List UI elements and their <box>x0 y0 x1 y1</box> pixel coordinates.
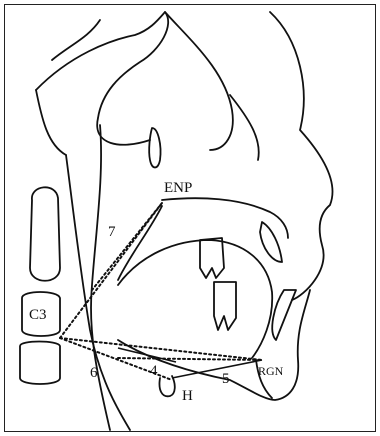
label-5: 5 <box>222 371 230 387</box>
cranial-outline <box>36 12 168 145</box>
orbit-outline <box>165 12 233 150</box>
palate-lower <box>118 206 162 280</box>
skull-inner-curve <box>36 90 66 155</box>
nasal-inner <box>230 95 259 160</box>
pharyngeal-line <box>66 155 130 430</box>
label-h: H <box>182 388 193 404</box>
vertebra-c4 <box>20 342 60 385</box>
facial-profile <box>270 12 333 300</box>
skull-hook <box>52 20 100 60</box>
label-6: 6 <box>90 365 98 381</box>
label-7: 7 <box>108 224 116 240</box>
palate-upper <box>162 198 288 238</box>
line-enp-pharynx <box>92 203 162 290</box>
label-rgn: RGN <box>258 364 284 378</box>
pterygoid-drop <box>149 128 160 168</box>
lower-incisor <box>272 290 296 340</box>
label-4: 4 <box>150 363 158 379</box>
tongue-dorsum <box>118 240 272 358</box>
molar-lower <box>214 282 236 330</box>
molar-upper <box>200 238 224 278</box>
upper-incisor <box>260 222 282 262</box>
line-tongue-base <box>118 348 176 362</box>
label-enp: ENP <box>164 180 192 196</box>
label-c3: C3 <box>29 307 47 323</box>
vertebra-c2 <box>30 187 60 280</box>
